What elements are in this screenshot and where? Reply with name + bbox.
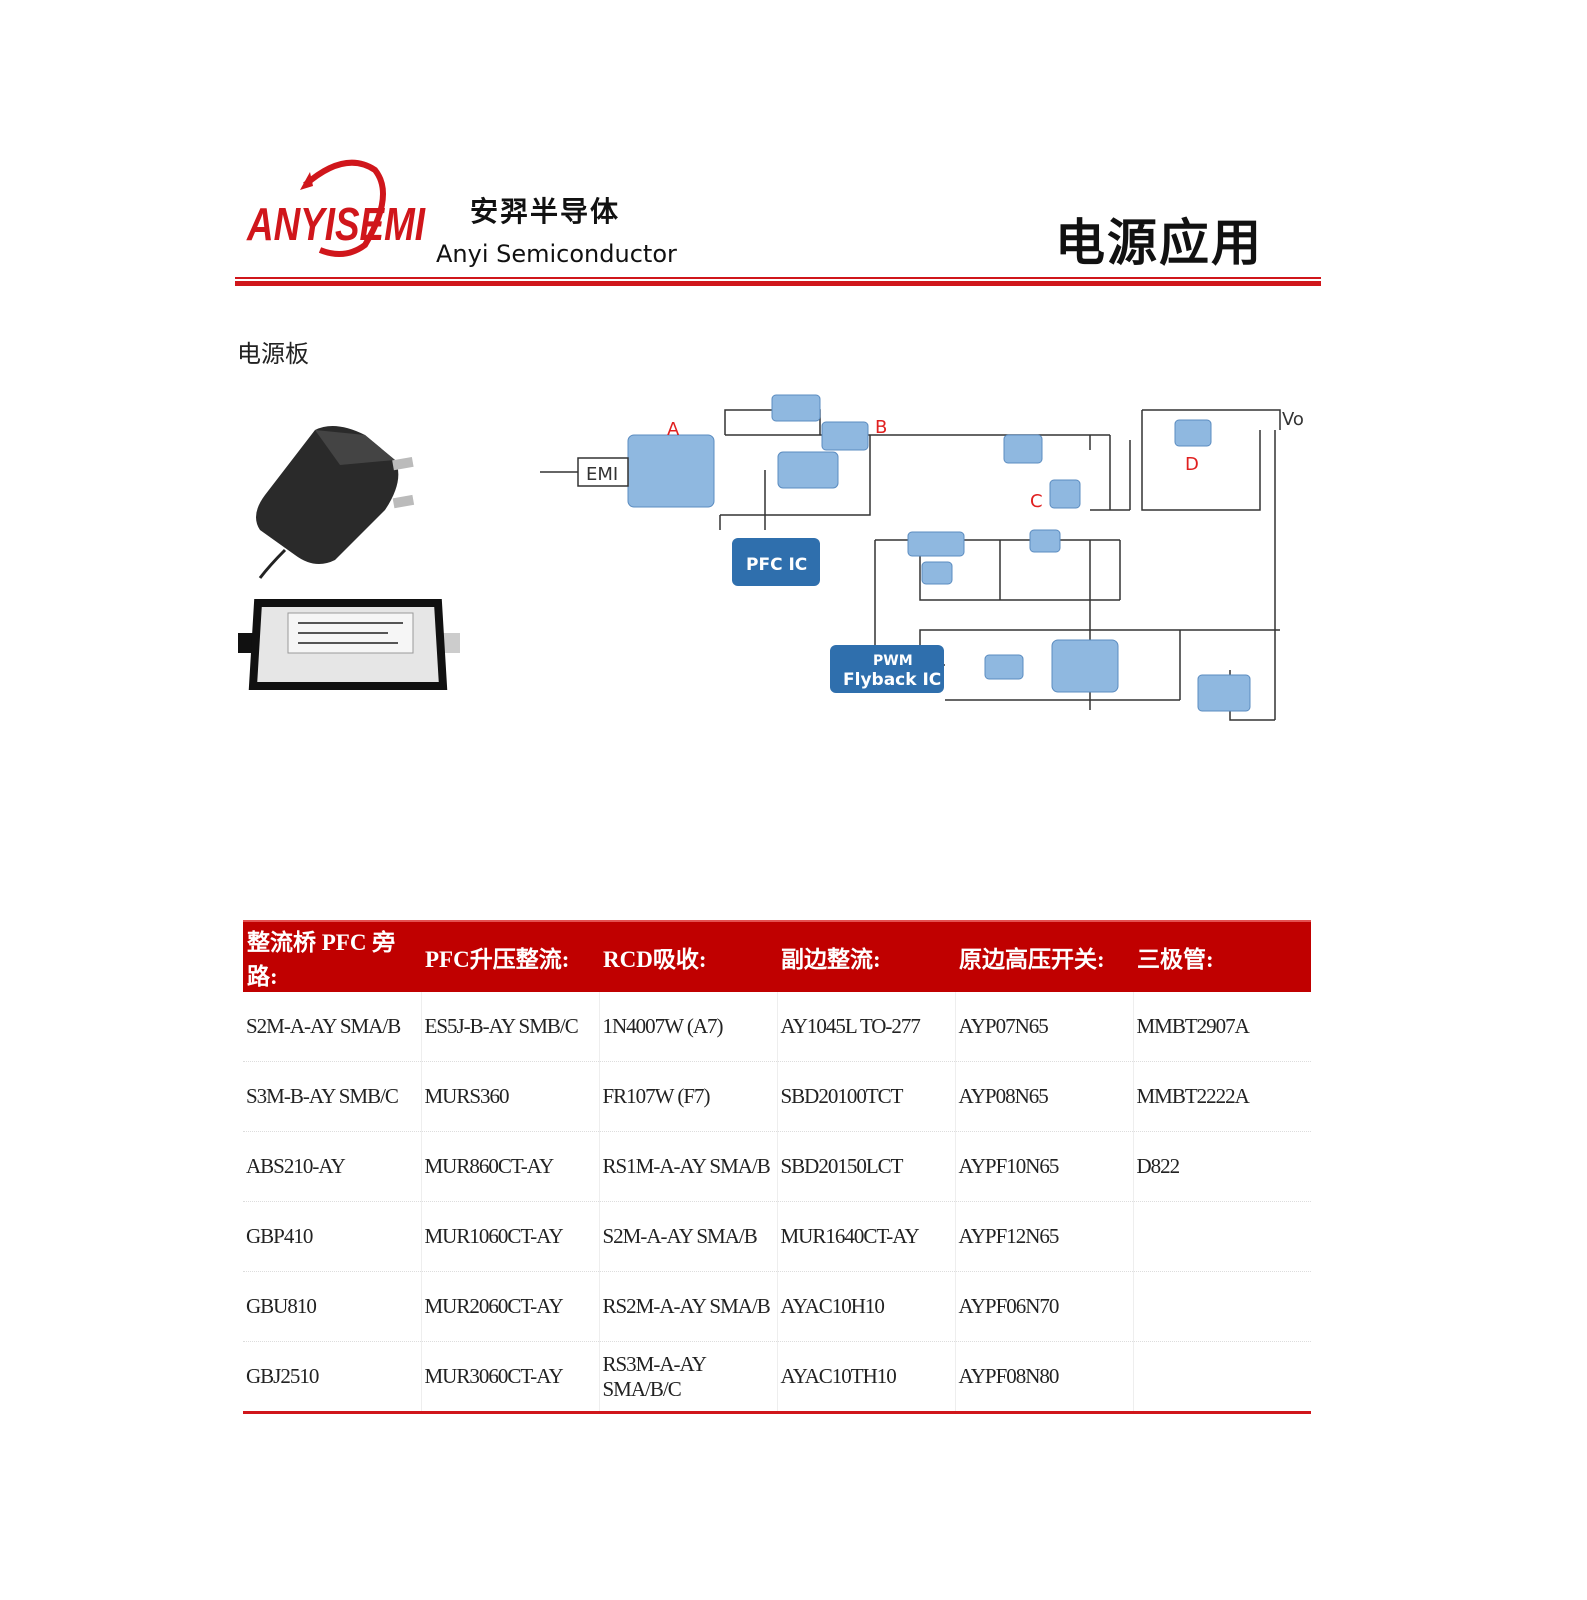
node-a-label: A [667, 419, 680, 440]
column-header: 三极管: [1133, 920, 1311, 992]
anyisemi-logo: ANYISEMI [246, 159, 426, 257]
table-cell: GBP410 [243, 1201, 422, 1272]
led-driver-image [238, 599, 460, 690]
table-cell: MMBT2222A [1133, 1061, 1311, 1132]
page-title: 电源应用 [1055, 213, 1263, 272]
table-cell [1133, 1341, 1311, 1414]
table-cell [1133, 1271, 1311, 1342]
table-cell: AYAC10H10 [777, 1271, 956, 1342]
power-supply-schematic: EMI PFC IC PWM Flyback IC A B C D Vo [540, 394, 1304, 721]
table-cell: MUR1640CT-AY [777, 1201, 956, 1272]
node-c-label: C [1030, 491, 1043, 512]
column-header: RCD吸收: [599, 920, 777, 992]
table-cell: MURS360 [421, 1061, 600, 1132]
component-table: 整流桥 PFC 旁路: PFC升压整流: RCD吸收: 副边整流: 原边高压开关… [243, 920, 1311, 1414]
header-divider-thick [235, 281, 1321, 286]
table-cell: AYAC10TH10 [777, 1341, 956, 1414]
table-cell: MUR2060CT-AY [421, 1271, 600, 1342]
header-divider [235, 277, 1321, 279]
table-cell: D822 [1133, 1131, 1311, 1202]
node-b-label: B [875, 417, 887, 438]
table-cell: MMBT2907A [1133, 992, 1311, 1062]
table-cell: AYPF06N70 [955, 1271, 1134, 1342]
pfc-ic-label: PFC IC [746, 555, 807, 575]
power-adapter-image [256, 426, 415, 579]
table-cell: ES5J-B-AY SMB/C [421, 992, 600, 1062]
table-cell: AYPF08N80 [955, 1341, 1134, 1414]
column-header: 副边整流: [777, 920, 955, 992]
table-cell: RS2M-A-AY SMA/B [599, 1271, 778, 1342]
table-cell: MUR3060CT-AY [421, 1341, 600, 1414]
table-cell: S2M-A-AY SMA/B [243, 992, 422, 1062]
table-cell: RS3M-A-AY SMA/B/C [599, 1341, 778, 1414]
node-d-label: D [1185, 454, 1199, 475]
table-cell: AYPF12N65 [955, 1201, 1134, 1272]
column-header: PFC升压整流: [421, 920, 599, 992]
table-cell: FR107W (F7) [599, 1061, 778, 1132]
table-cell: MUR1060CT-AY [421, 1201, 600, 1272]
flyback-ic-label: Flyback IC [843, 670, 941, 690]
table-cell: ABS210-AY [243, 1131, 422, 1202]
table-cell: SBD20150LCT [777, 1131, 956, 1202]
table-cell: AYP07N65 [955, 992, 1134, 1062]
table-cell: MUR860CT-AY [421, 1131, 600, 1202]
column-header: 整流桥 PFC 旁路: [243, 920, 421, 992]
table-cell: S2M-A-AY SMA/B [599, 1201, 778, 1272]
table-cell: GBU810 [243, 1271, 422, 1342]
table-cell: S3M-B-AY SMB/C [243, 1061, 422, 1132]
table-cell: SBD20100TCT [777, 1061, 956, 1132]
table-cell: 1N4007W (A7) [599, 992, 778, 1062]
table-cell: AYP08N65 [955, 1061, 1134, 1132]
company-name-en: Anyi Semiconductor [436, 240, 677, 268]
section-title: 电源板 [237, 340, 309, 368]
column-header: 原边高压开关: [955, 920, 1133, 992]
svg-text:ANYISEMI: ANYISEMI [246, 198, 426, 250]
company-name-cn: 安羿半导体 [470, 195, 621, 228]
pwm-label: PWM [873, 653, 913, 669]
emi-label: EMI [586, 464, 618, 485]
table-cell: AYPF10N65 [955, 1131, 1134, 1202]
table-header-row: 整流桥 PFC 旁路: PFC升压整流: RCD吸收: 副边整流: 原边高压开关… [243, 920, 1311, 992]
table-cell: GBJ2510 [243, 1341, 422, 1414]
table-cell [1133, 1201, 1311, 1272]
table-cell: AY1045L TO-277 [777, 992, 956, 1062]
vo-label: Vo [1282, 409, 1304, 430]
table-cell: RS1M-A-AY SMA/B [599, 1131, 778, 1202]
